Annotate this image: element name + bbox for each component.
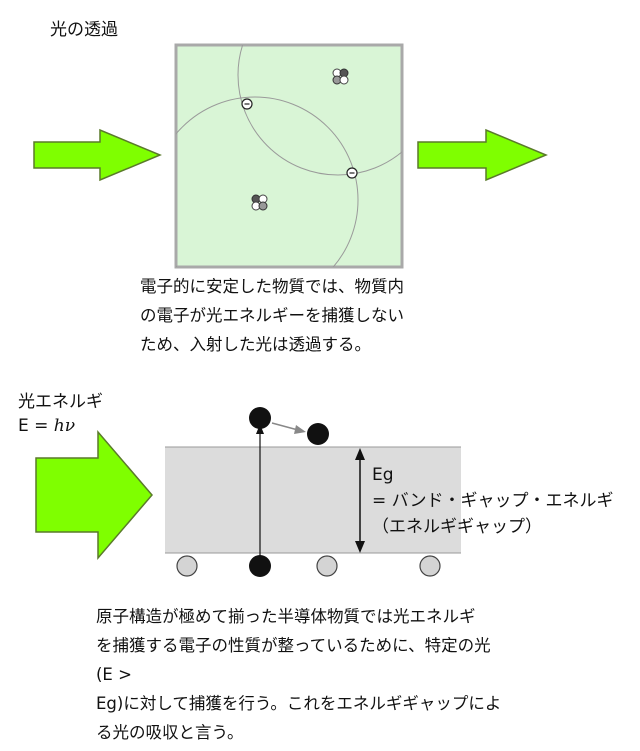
bandgap-definition: = バンド・ギャップ・エネルギ	[372, 491, 614, 511]
planck-h: h	[53, 416, 65, 436]
excited-electron	[249, 407, 271, 429]
absorption-caption: 原子構造が極めて揃った半導体物質では光エネルギ を捕獲する電子の性質が整っている…	[96, 602, 501, 747]
valence-electron-site	[249, 555, 271, 577]
transmission-diagram	[33, 43, 548, 269]
bandgap-label: Eg = バンド・ギャップ・エネルギ （エネルギギャップ）	[372, 462, 614, 540]
caption-line: の電子が光エネルギーを捕獲しない	[140, 306, 404, 325]
incoming-light-arrow	[33, 128, 162, 182]
bandgap-symbol: Eg	[372, 465, 394, 485]
caption-line: る光の吸収と言う。	[96, 723, 244, 742]
caption-line: を捕獲する電子の性質が整っているために、特定の光	[96, 636, 491, 655]
atom-nucleus	[332, 68, 349, 85]
bandgap-alias: （エネルギギャップ）	[372, 517, 542, 537]
caption-line: ため、入射した光は透過する。	[140, 335, 371, 354]
band-gap-region	[165, 447, 461, 553]
photon-label-title: 光エネルギ	[18, 392, 103, 412]
caption-line: 電子的に安定した物質では、物質内	[140, 277, 404, 296]
caption-line: (E >	[96, 665, 132, 684]
caption-line: Eg)に対して捕獲を行う。これをエネルギギャップによ	[96, 694, 502, 713]
frequency-nu: ν	[64, 416, 76, 436]
formula-prefix: E =	[18, 416, 54, 436]
orbit-electron	[241, 98, 253, 110]
relaxation-arrow	[271, 422, 306, 434]
valence-electron	[316, 555, 338, 577]
relaxed-electron	[307, 423, 329, 445]
material-block	[174, 43, 404, 269]
section1-title: 光の透過	[50, 20, 118, 40]
bandgap-diagram	[35, 407, 461, 577]
atom-nucleus	[251, 194, 268, 211]
photon-arrow	[35, 429, 153, 561]
electron-orbits	[176, 45, 402, 267]
valence-electron	[176, 555, 198, 577]
transmission-caption: 電子的に安定した物質では、物質内 の電子が光エネルギーを捕獲しない ため、入射し…	[140, 272, 404, 359]
caption-line: 原子構造が極めて揃った半導体物質では光エネルギ	[96, 607, 476, 626]
transmitted-light-arrow	[417, 128, 548, 182]
photon-energy-label: 光エネルギ E = hν	[18, 390, 103, 438]
orbit-electron	[346, 167, 358, 179]
photon-energy-formula: E = hν	[18, 414, 103, 438]
valence-electron	[419, 555, 441, 577]
bandgap-arrow	[355, 448, 365, 553]
